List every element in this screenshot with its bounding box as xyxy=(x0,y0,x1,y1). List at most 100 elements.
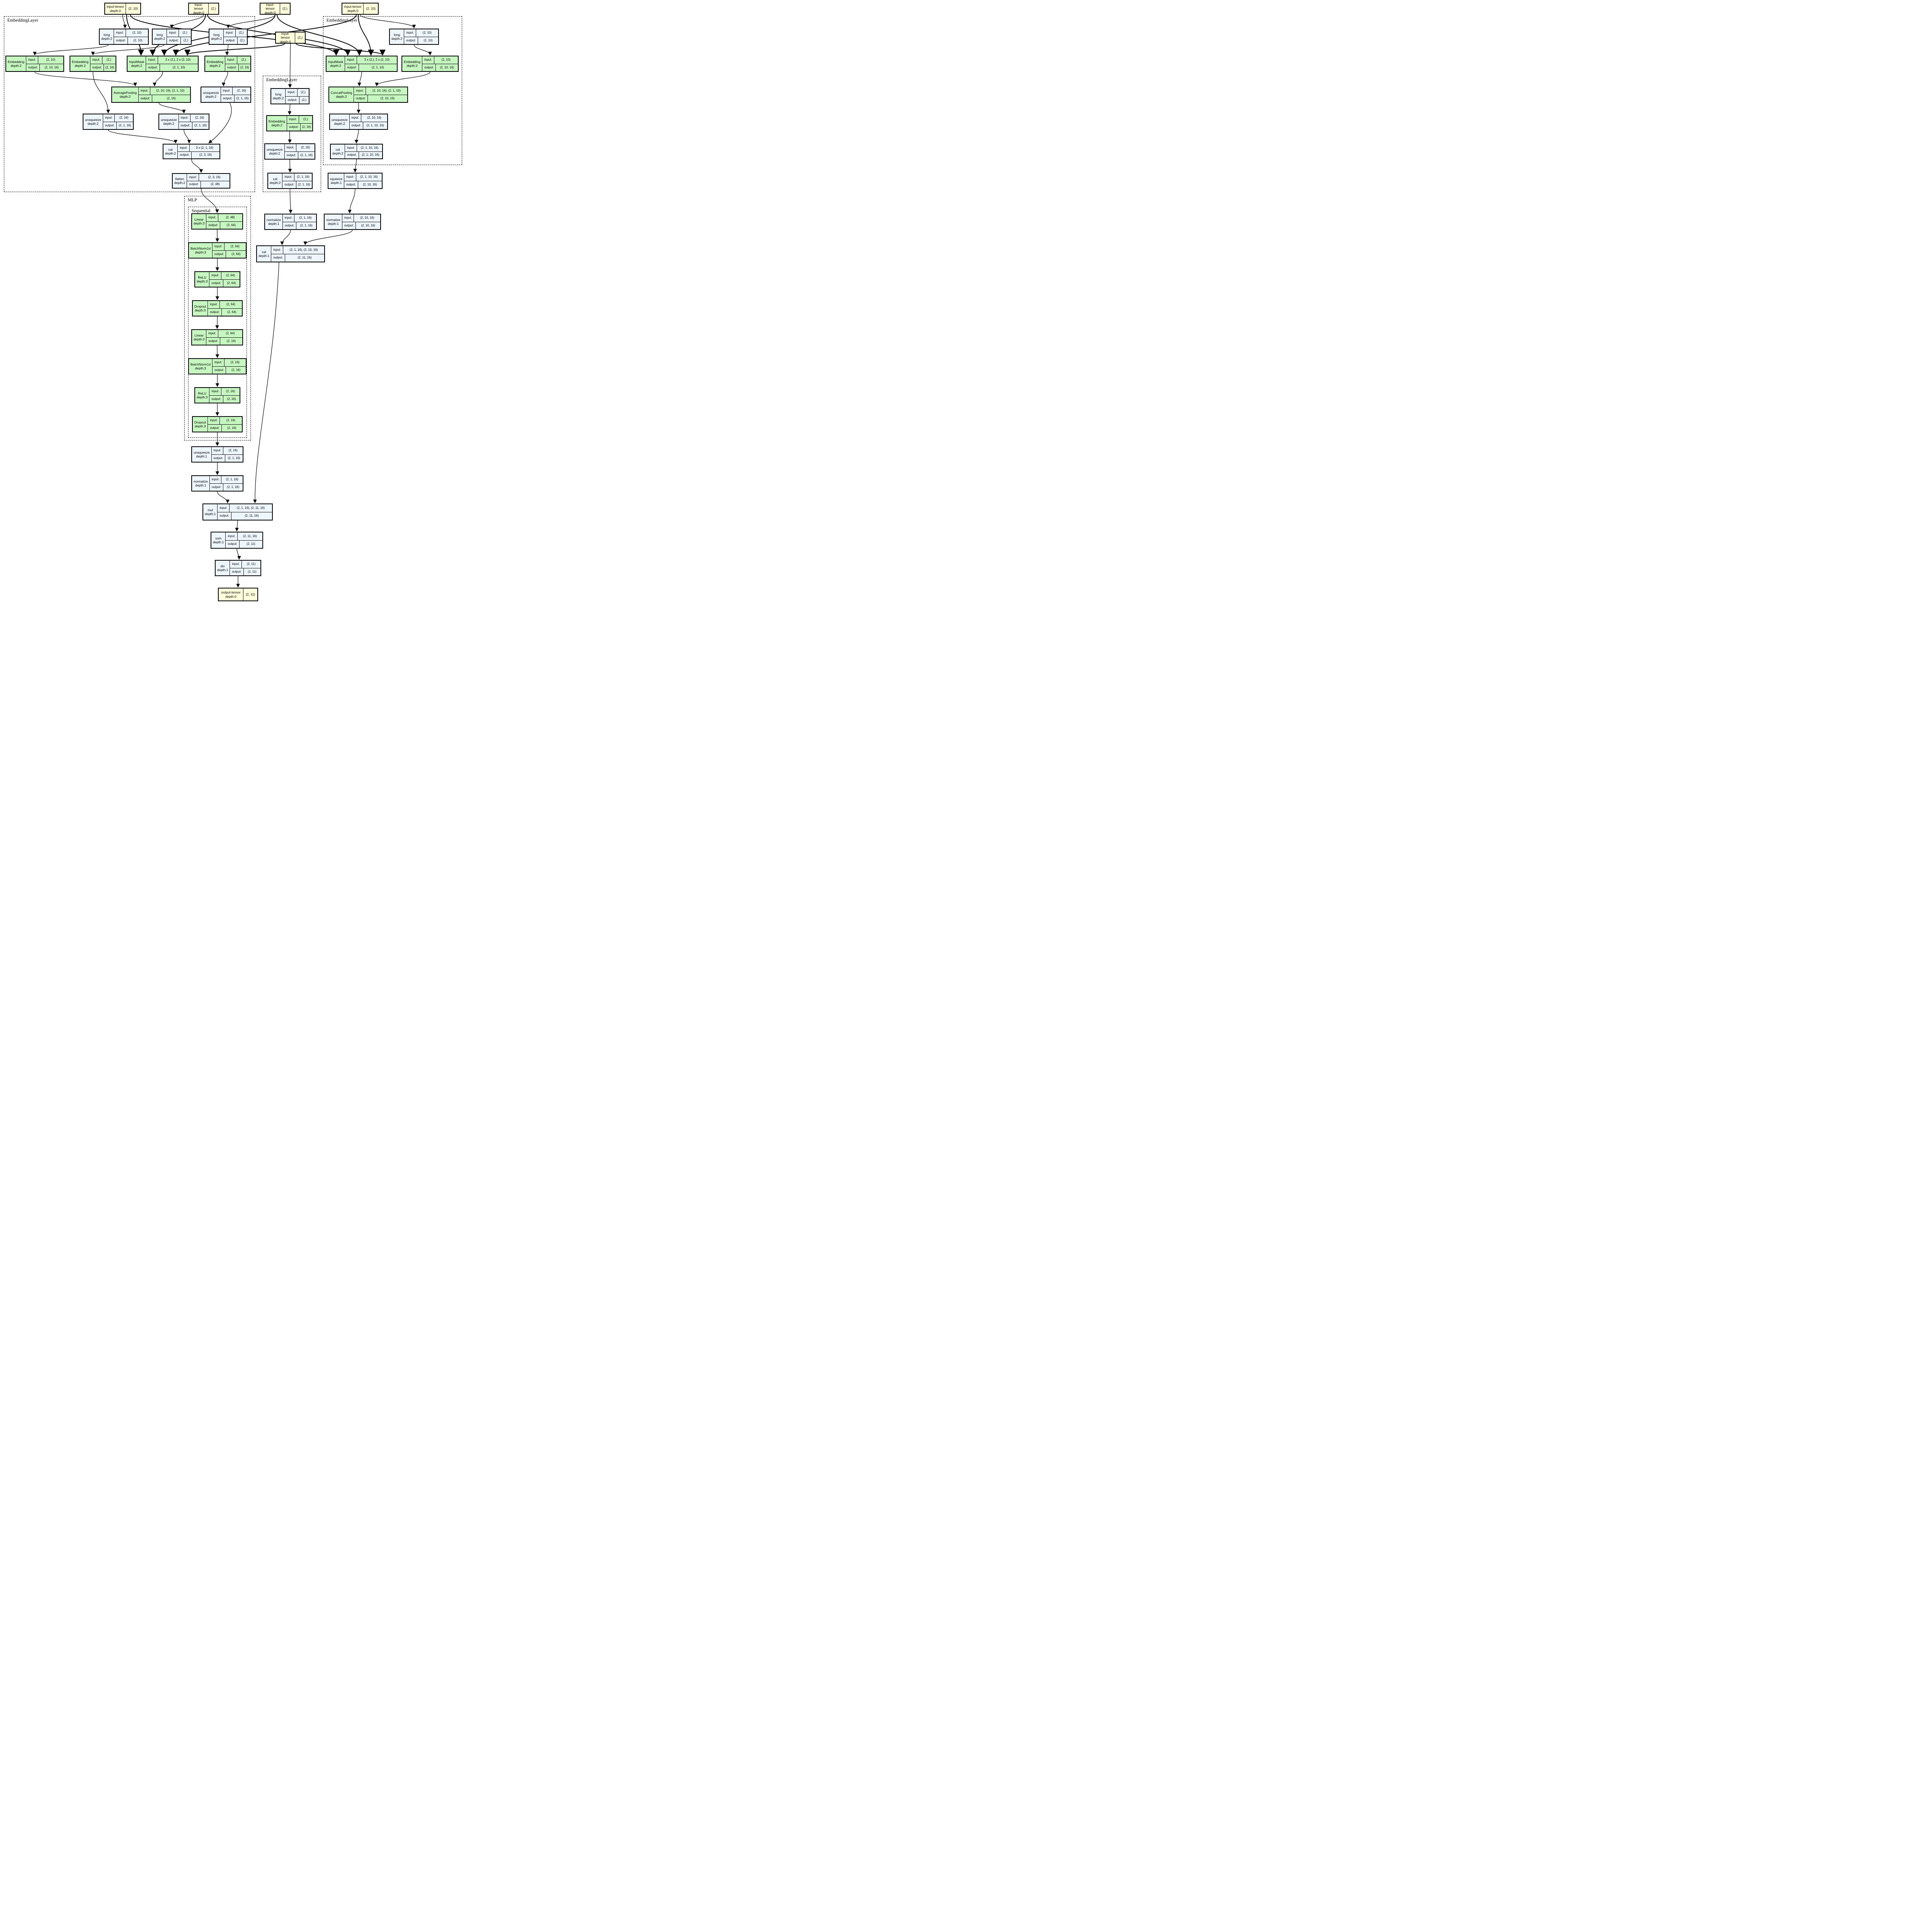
op-input-row: input:(2, 16) xyxy=(208,417,242,424)
output-label: output: xyxy=(213,366,226,374)
op-output-row: output:(2, 1, 16) xyxy=(221,94,250,102)
input-shape: (2, 10) xyxy=(46,58,55,62)
output-shape: (2, 11) xyxy=(247,542,255,546)
cluster-label-embedding-left: EmbeddingLayer xyxy=(7,18,38,23)
op-io-rows: input:(2,)output:(2, 16) xyxy=(287,116,312,131)
input-shape: (2, 3, 16) xyxy=(208,175,221,179)
input-shape: (2, 16) xyxy=(237,89,246,93)
op-io-rows: input:(2,)output:(2,) xyxy=(286,89,309,104)
input-label: input: xyxy=(226,532,238,540)
op-depth: depth:2 xyxy=(119,95,131,99)
input-label: input: xyxy=(90,56,102,64)
input-label: input: xyxy=(225,56,237,64)
input-shape: (2, 16) xyxy=(226,389,235,393)
input-label: input: xyxy=(345,145,357,151)
output-shape: (2, 1, 16) xyxy=(228,456,240,460)
input-label: input: xyxy=(218,504,230,512)
op-label: AveragePooling xyxy=(114,90,137,95)
op-io-rows: input:(2, 1, 16), (2, 11, 16)output:(2, … xyxy=(218,504,272,520)
input-shape: 3 x (2,), 2 x (2, 10) xyxy=(364,58,390,62)
output-label: output: xyxy=(206,337,220,345)
op-output-row: output:(2, 16) xyxy=(225,63,250,71)
op-depth: depth:3 xyxy=(194,337,205,341)
output-shape: (2, 1, 16) xyxy=(194,123,207,127)
op-depth: depth:1 xyxy=(196,454,207,458)
input-shape: (2, 10, 16), (2, 1, 10) xyxy=(372,89,401,93)
output-label: output: xyxy=(225,64,239,71)
op-input-row: input:(2,) xyxy=(90,56,116,64)
op-depth: depth:2 xyxy=(205,95,216,99)
input-shape: (2, 1, 16), (2, 10, 16) xyxy=(289,248,318,252)
op-io-rows: input:3 x (2, 1, 16)output:(2, 3, 16) xyxy=(178,145,219,158)
op-io-rows: input:(2, 10, 16)output:(2, 1, 10, 16) xyxy=(349,114,387,129)
op-depth: depth:2 xyxy=(406,64,418,68)
output-shape: (2, 1, 16) xyxy=(300,223,313,227)
op-io-rows: input:(2, 16)output:(2, 16) xyxy=(212,359,246,374)
op-io-rows: input:(2, 48)output:(2, 64) xyxy=(206,214,242,229)
output-shape: (2, 1, 10) xyxy=(371,65,384,69)
op-label: Linear xyxy=(194,217,204,221)
op-depth: depth:3 xyxy=(197,279,208,283)
op-depth: depth:2 xyxy=(165,151,176,155)
op-io-rows: input:(2, 16)output:(2, 1, 16) xyxy=(211,447,243,462)
op-depth: depth:3 xyxy=(195,366,206,370)
op-input-row: input:(2, 16) xyxy=(213,359,246,366)
input-shape: (2, 16) xyxy=(301,146,310,150)
output-shape: (2, 1, 16) xyxy=(236,96,249,100)
op-input-row: input:3 x (2,), 2 x (2, 10) xyxy=(146,56,198,64)
cluster-mlp: MLP xyxy=(184,196,251,440)
output-shape: (2, 1, 10) xyxy=(172,65,185,69)
output-shape: (2, 1, 16) xyxy=(119,123,131,127)
op-output-row: output:(2, 1, 16) xyxy=(179,121,209,129)
output-shape: (2, 64) xyxy=(226,223,236,227)
op-depth: depth:3 xyxy=(194,308,206,312)
op-label: ReLU xyxy=(198,275,207,279)
op-io-rows: input:(2, 64)output:(2, 64) xyxy=(212,243,246,258)
output-label: output: xyxy=(206,221,220,229)
op-output-row: output:(2, 16) xyxy=(208,424,242,432)
input-shape: (2, 1, 16) xyxy=(299,216,312,220)
tensor-kind: output-tensor xyxy=(221,590,241,595)
output-label: output: xyxy=(90,64,104,71)
op-io-rows: input:(2, 10)output:(2, 10) xyxy=(404,29,438,44)
op-label: unsqueeze xyxy=(85,117,101,122)
op-io-rows: input:(2, 64)output:(2, 64) xyxy=(209,272,240,287)
output-shape: (2, 16) xyxy=(302,125,311,129)
op-label: normalize xyxy=(326,218,340,222)
op-io-rows: input:(2, 1, 16)output:(2, 1, 16) xyxy=(209,476,243,491)
op-label: unsqueeze xyxy=(161,117,177,122)
output-label: output: xyxy=(221,95,235,102)
op-io-rows: input:(2, 1, 16), (2, 10, 16)output:(2, … xyxy=(271,246,324,262)
output-shape: (2, 16) xyxy=(227,397,236,401)
input-shape: (2, 1, 16), (2, 11, 16) xyxy=(236,506,265,510)
input-shape: (2, 64) xyxy=(226,274,235,277)
input-shape: (2, 48) xyxy=(226,216,235,219)
output-label: output: xyxy=(209,279,223,287)
op-depth: depth:2 xyxy=(334,122,345,126)
op-depth: depth:2 xyxy=(273,96,284,100)
tensor-shape: (2, 11) xyxy=(246,592,255,597)
output-shape: (2, 10, 16) xyxy=(363,182,377,186)
